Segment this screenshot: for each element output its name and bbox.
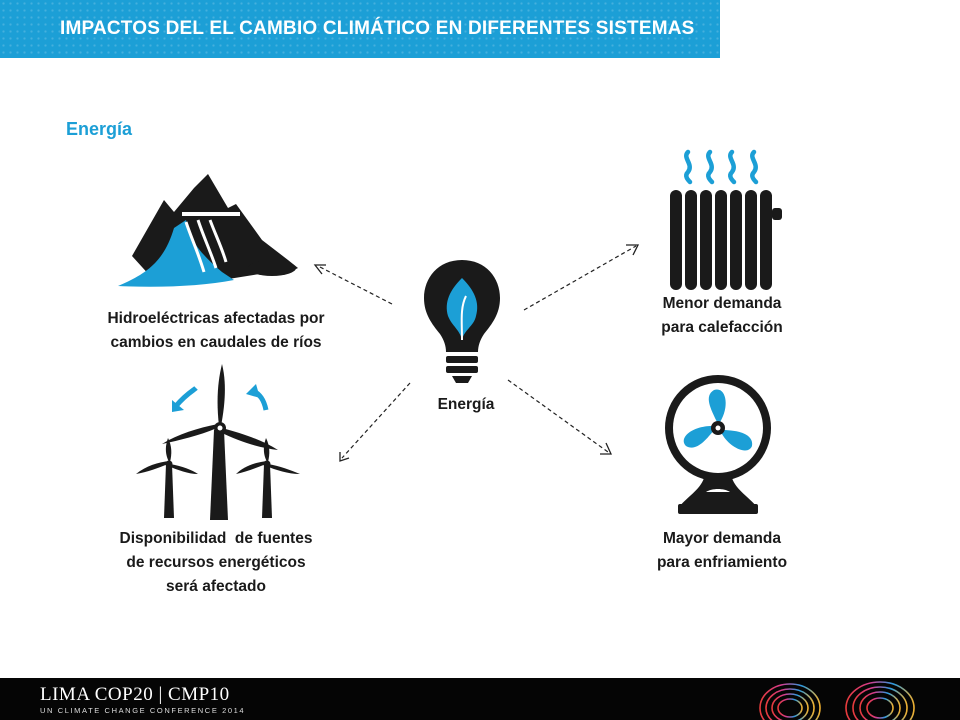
radiator-label: Menor demanda para calefacción — [622, 292, 822, 340]
arrow-to-hydro — [317, 265, 393, 305]
arrow-to-radiator — [523, 245, 637, 311]
fan-label: Mayor demanda para enfriamiento — [622, 527, 822, 575]
cop20-rings-logo — [759, 681, 915, 720]
wind-label-line-3: será afectado — [166, 578, 266, 595]
hydro-label-line-1: Hidroeléctricas afectadas por — [107, 310, 325, 327]
radiator-label-line-1: Menor demanda — [662, 295, 782, 312]
slide-title: IMPACTOS DEL EL CAMBIO CLIMÁTICO EN DIFE… — [60, 18, 695, 39]
section-title: Energía — [66, 119, 133, 139]
fan-icon — [665, 375, 771, 514]
lightbulb-leaf-icon — [424, 260, 500, 383]
hydroelectric-dam-icon — [118, 174, 298, 287]
radiator-label-line-2: para calefacción — [661, 319, 783, 336]
wind-label: Disponibilidad de fuentes de recursos en… — [86, 527, 346, 599]
fan-label-line-1: Mayor demanda — [662, 530, 781, 547]
footer-tagline: UN CLIMATE CHANGE CONFERENCE 2014 — [40, 706, 246, 715]
hydro-label: Hidroeléctricas afectadas por cambios en… — [76, 307, 356, 355]
title-bar: IMPACTOS DEL EL CAMBIO CLIMÁTICO EN DIFE… — [0, 0, 720, 58]
footer-logo: LIMA COP20 | CMP10 — [40, 684, 230, 705]
radiator-icon — [670, 149, 782, 290]
arrow-to-wind — [341, 382, 411, 459]
wind-label-line-1: Disponibilidad de fuentes — [119, 530, 313, 547]
arrow-to-fan — [507, 379, 609, 453]
wind-turbines-icon — [136, 364, 300, 520]
center-label: Energía — [437, 396, 495, 413]
footer: LIMA COP20 | CMP10 UN CLIMATE CHANGE CON… — [0, 678, 960, 720]
fan-label-line-2: para enfriamiento — [656, 554, 788, 571]
hydro-label-line-2: cambios en caudales de ríos — [110, 334, 322, 351]
wind-label-line-2: de recursos energéticos — [126, 554, 306, 571]
